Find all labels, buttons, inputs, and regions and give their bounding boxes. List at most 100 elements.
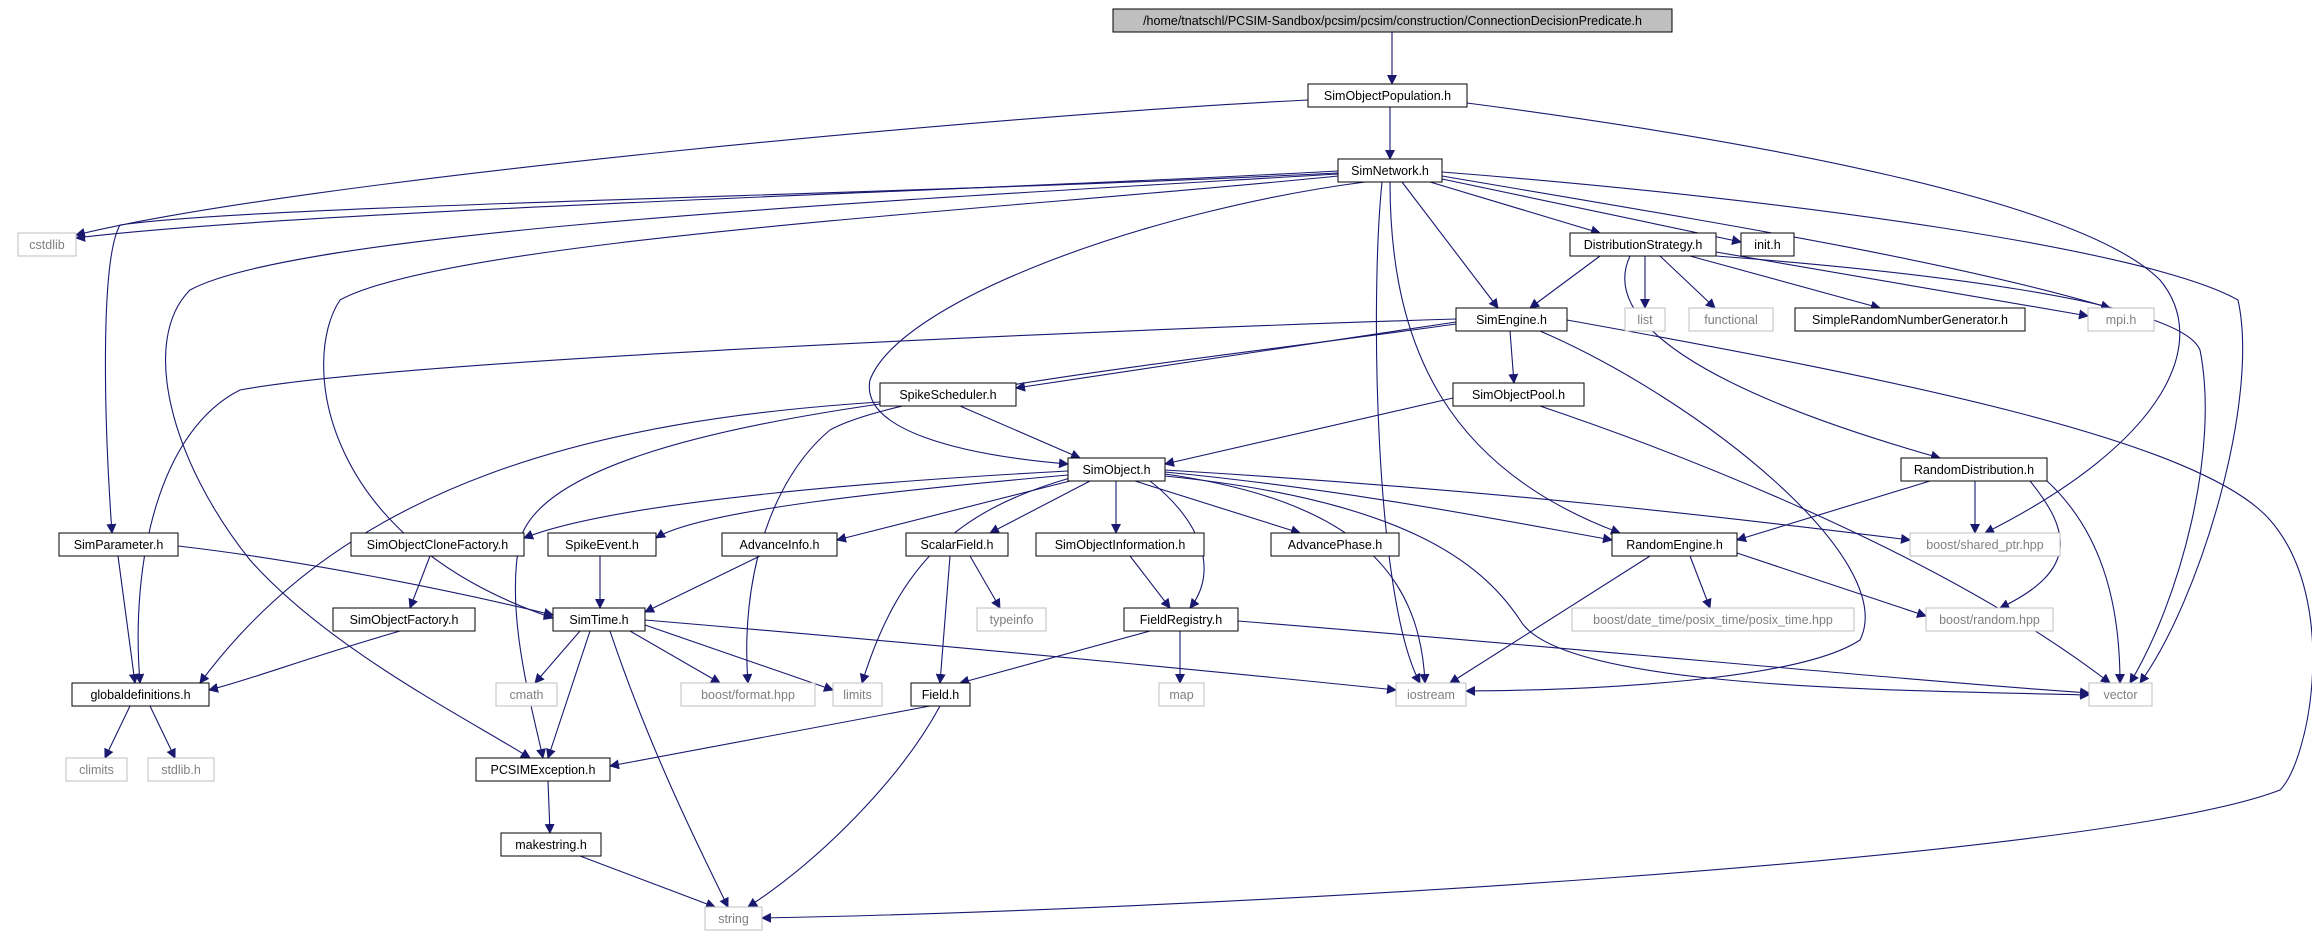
node-label: typeinfo xyxy=(990,613,1034,627)
edge-simtime-to-limits xyxy=(644,624,834,692)
edge-simengine-to-format xyxy=(742,323,1457,684)
node-randomengine[interactable]: RandomEngine.h xyxy=(1611,532,1738,557)
node-globaldefinitions[interactable]: globaldefinitions.h xyxy=(71,682,210,707)
node-label: AdvanceInfo.h xyxy=(740,538,820,552)
edge-simnetwork-to-simengine xyxy=(1401,181,1499,309)
edge-randomengine-to-random xyxy=(1736,552,1927,618)
node-box xyxy=(58,532,179,557)
node-label: cstdlib xyxy=(29,238,64,252)
node-box xyxy=(976,607,1047,632)
node-fieldregistry[interactable]: FieldRegistry.h xyxy=(1123,607,1239,632)
edge-simnetwork-to-mpi xyxy=(1441,175,2111,311)
edge-scalarfield-to-typeinfo xyxy=(969,555,1001,609)
header-nodes: /home/tnatschl/PCSIM-Sandbox/pcsim/pcsim… xyxy=(17,8,2155,931)
node-mpi: mpi.h xyxy=(2087,307,2155,332)
node-box xyxy=(879,382,1017,407)
node-spikescheduler[interactable]: SpikeScheduler.h xyxy=(879,382,1017,407)
node-box xyxy=(1925,607,2054,632)
node-field[interactable]: Field.h xyxy=(910,682,971,707)
edge-randomdistribution-to-randomengine xyxy=(1736,480,1931,543)
node-simtime[interactable]: SimTime.h xyxy=(552,607,646,632)
node-box xyxy=(475,757,611,782)
edge-simobjectpool-to-simobject xyxy=(1164,397,1454,467)
node-simplerandom[interactable]: SimpleRandomNumberGenerator.h xyxy=(1794,307,2026,332)
edge-simnetwork-to-pcsimexception xyxy=(165,173,1339,759)
node-label: stdlib.h xyxy=(161,763,201,777)
edge-simnetwork-to-randomengine xyxy=(1389,181,1621,535)
node-label: FieldRegistry.h xyxy=(1140,613,1222,627)
edge-advanceinfo-to-simtime xyxy=(644,555,761,613)
edge-simengine-to-iostream xyxy=(1465,330,1866,696)
node-scalarfield[interactable]: ScalarField.h xyxy=(905,532,1009,557)
node-label: SimObjectInformation.h xyxy=(1055,538,1186,552)
edge-simnetwork-to-simparameter xyxy=(104,172,1339,534)
node-simparameter[interactable]: SimParameter.h xyxy=(58,532,179,557)
node-box xyxy=(1337,158,1443,183)
edge-simobjectfactory-to-globaldefinitions xyxy=(208,630,401,693)
node-init[interactable]: init.h xyxy=(1740,232,1795,257)
node-box xyxy=(905,532,1009,557)
node-box xyxy=(552,607,646,632)
node-simobjectinformation[interactable]: SimObjectInformation.h xyxy=(1035,532,1205,557)
node-advancephase[interactable]: AdvancePhase.h xyxy=(1270,532,1400,557)
edge-distributionstrategy-to-simplerandom xyxy=(1689,255,1881,311)
node-box xyxy=(71,682,210,707)
node-label: SimEngine.h xyxy=(1476,313,1547,327)
node-label: RandomDistribution.h xyxy=(1914,463,2034,477)
node-advanceinfo[interactable]: AdvanceInfo.h xyxy=(721,532,838,557)
node-distributionstrategy[interactable]: DistributionStrategy.h xyxy=(1569,232,1717,257)
edge-simobject-to-scalarfield xyxy=(989,480,1091,534)
node-label: SimObject.h xyxy=(1082,463,1150,477)
node-box xyxy=(1123,607,1239,632)
node-label: iostream xyxy=(1407,688,1455,702)
node-label: SimObjectPopulation.h xyxy=(1324,89,1451,103)
node-label: mpi.h xyxy=(2106,313,2137,327)
node-spikeevent[interactable]: SpikeEvent.h xyxy=(547,532,657,557)
node-box xyxy=(495,682,558,707)
node-label: AdvancePhase.h xyxy=(1288,538,1383,552)
node-label: /home/tnatschl/PCSIM-Sandbox/pcsim/pcsim… xyxy=(1143,14,1642,28)
node-simnetwork[interactable]: SimNetwork.h xyxy=(1337,158,1443,183)
node-simengine[interactable]: SimEngine.h xyxy=(1455,307,1568,332)
node-simobjectfactory[interactable]: SimObjectFactory.h xyxy=(332,607,476,632)
edge-simobjectinformation-to-fieldregistry xyxy=(1129,555,1171,609)
node-box xyxy=(17,232,77,257)
node-label: string xyxy=(718,912,749,926)
node-pcsimexception[interactable]: PCSIMException.h xyxy=(475,757,611,782)
node-label: SimNetwork.h xyxy=(1351,164,1429,178)
node-label: SimObjectFactory.h xyxy=(350,613,459,627)
edge-fieldregistry-to-vector xyxy=(1237,620,2090,698)
node-box xyxy=(1067,457,1166,482)
node-posix_time: boost/date_time/posix_time/posix_time.hp… xyxy=(1571,607,1855,632)
node-box xyxy=(350,532,525,557)
node-label: DistributionStrategy.h xyxy=(1584,238,1703,252)
node-label: SimParameter.h xyxy=(74,538,164,552)
edge-randomdistribution-to-vector xyxy=(2046,480,2125,684)
node-label: list xyxy=(1637,313,1653,327)
node-map: map xyxy=(1158,682,1205,707)
node-label: boost/date_time/posix_time/posix_time.hp… xyxy=(1593,613,1833,627)
node-makestring[interactable]: makestring.h xyxy=(500,832,602,857)
node-box xyxy=(832,682,883,707)
node-randomdistribution[interactable]: RandomDistribution.h xyxy=(1900,457,2048,482)
node-label: SimObjectCloneFactory.h xyxy=(367,538,509,552)
node-stdlib: stdlib.h xyxy=(147,757,215,782)
edge-distributionstrategy-to-mpi xyxy=(1715,251,2089,320)
node-simobjectpool[interactable]: SimObjectPool.h xyxy=(1452,382,1585,407)
node-label: ScalarField.h xyxy=(921,538,994,552)
edge-simnetwork-to-simobject xyxy=(868,181,1366,469)
node-iostream: iostream xyxy=(1395,682,1467,707)
node-box xyxy=(721,532,838,557)
node-simobjectclonefactory[interactable]: SimObjectCloneFactory.h xyxy=(350,532,525,557)
edge-simengine-to-string xyxy=(761,319,2312,923)
node-simobjectpopulation[interactable]: SimObjectPopulation.h xyxy=(1307,83,1468,108)
node-vector: vector xyxy=(2088,682,2153,707)
edge-simobject-to-shared_ptr xyxy=(1164,469,1911,544)
node-label: globaldefinitions.h xyxy=(90,688,190,702)
node-box xyxy=(1158,682,1205,707)
edge-scalarfield-to-field xyxy=(935,555,951,684)
node-simobject[interactable]: SimObject.h xyxy=(1067,457,1166,482)
node-label: SpikeEvent.h xyxy=(565,538,639,552)
edge-simtime-to-string xyxy=(609,630,729,908)
edge-simtime-to-iostream xyxy=(644,619,1397,695)
